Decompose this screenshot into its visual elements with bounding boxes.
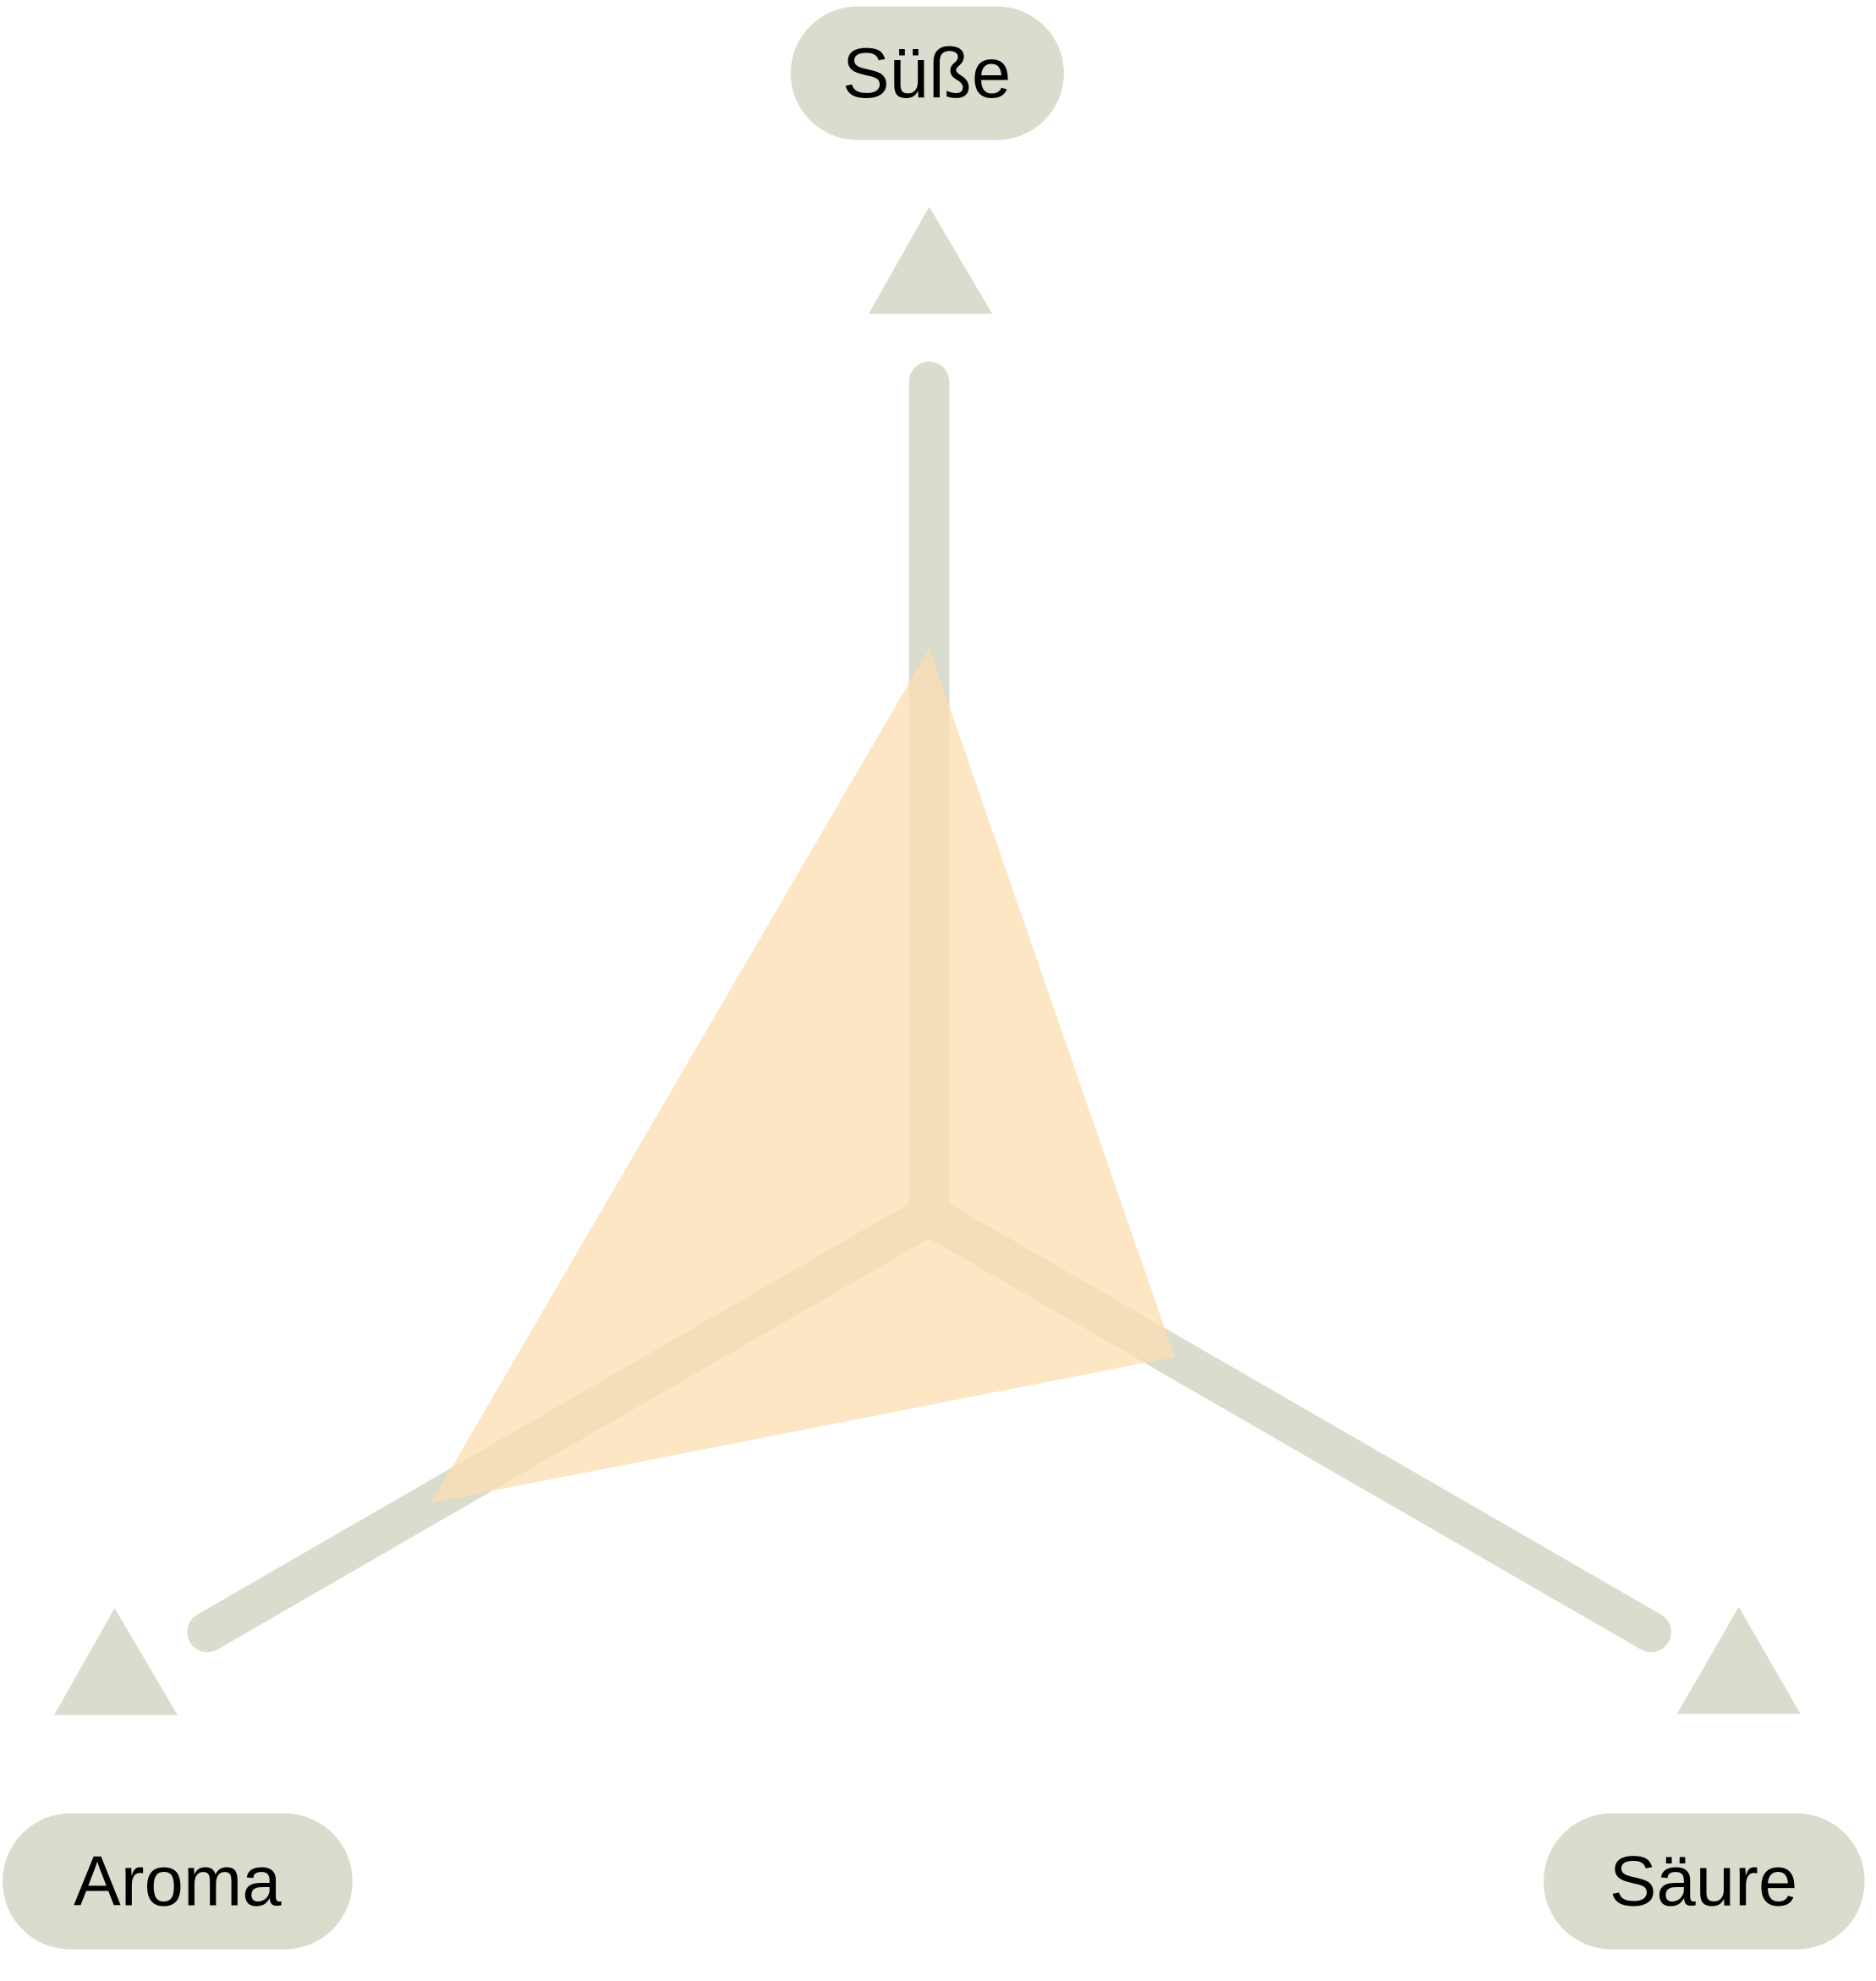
axis-label-text: Aroma bbox=[74, 1842, 282, 1921]
axis-arrow-suesse-icon bbox=[869, 206, 993, 314]
data-polygon bbox=[431, 648, 1175, 1503]
axis-label-suesse: Süße bbox=[790, 6, 1064, 140]
axis-label-saeure: Säure bbox=[1544, 1813, 1865, 1950]
axis-label-text: Säure bbox=[1610, 1842, 1797, 1921]
axis-label-aroma: Aroma bbox=[2, 1813, 353, 1950]
axis-arrow-aroma-icon bbox=[54, 1608, 178, 1715]
axis-label-text: Süße bbox=[842, 34, 1011, 112]
axis-arrow-saeure-icon bbox=[1676, 1606, 1801, 1715]
